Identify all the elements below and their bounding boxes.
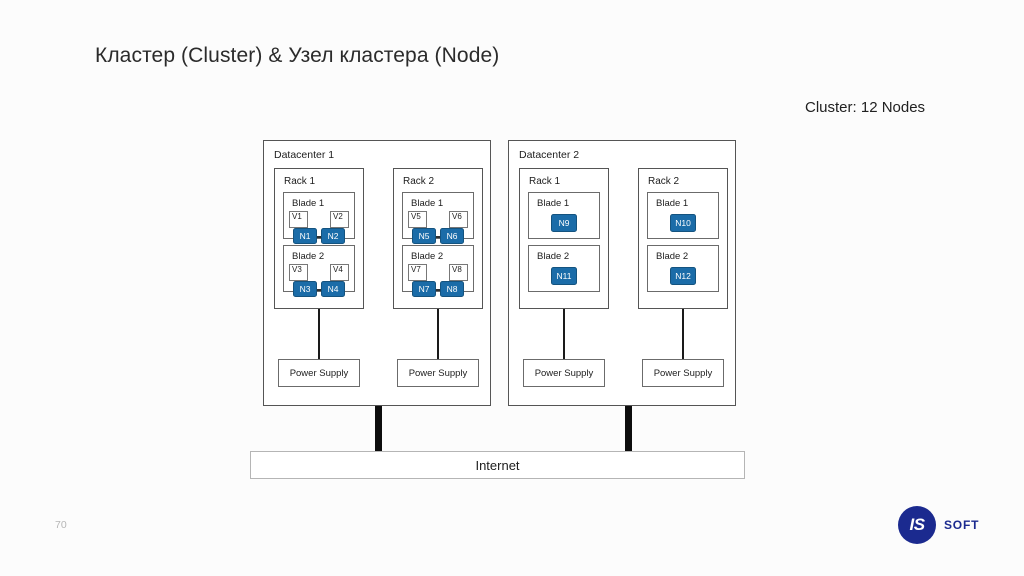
blade-label: Blade 1 bbox=[411, 198, 444, 209]
power-line bbox=[437, 309, 439, 359]
vm-box: V5 bbox=[408, 211, 427, 228]
node-badge: N7 bbox=[412, 281, 436, 297]
page-number: 70 bbox=[55, 519, 67, 531]
node-badge: N4 bbox=[321, 281, 345, 297]
datacenter-label: Datacenter 2 bbox=[519, 149, 580, 161]
logo-mark-icon: IS bbox=[898, 506, 936, 544]
vm-box: V2 bbox=[330, 211, 349, 228]
node-link bbox=[317, 289, 321, 291]
rack-label: Rack 2 bbox=[648, 176, 680, 187]
internet-bar: Internet bbox=[250, 451, 745, 479]
vm-box: V6 bbox=[449, 211, 468, 228]
vm-box: V7 bbox=[408, 264, 427, 281]
power-line bbox=[682, 309, 684, 359]
vm-box: V4 bbox=[330, 264, 349, 281]
logo: IS SOFT bbox=[898, 506, 979, 544]
cluster-caption: Cluster: 12 Nodes bbox=[805, 99, 926, 116]
node-badge: N8 bbox=[440, 281, 464, 297]
power-supply-box: Power Supply bbox=[278, 359, 360, 387]
blade-label: Blade 1 bbox=[656, 198, 689, 209]
node-badge: N10 bbox=[670, 213, 696, 232]
node-badge: N1 bbox=[293, 228, 317, 244]
node-badge: N6 bbox=[440, 228, 464, 244]
node-badge: N9 bbox=[551, 213, 577, 232]
rack-label: Rack 2 bbox=[403, 176, 435, 187]
page-title: Кластер (Cluster) & Узел кластера (Node) bbox=[95, 44, 500, 67]
vm-box: V1 bbox=[289, 211, 308, 228]
rack-label: Rack 1 bbox=[284, 176, 316, 187]
blade-label: Blade 2 bbox=[292, 251, 325, 262]
power-supply-box: Power Supply bbox=[523, 359, 605, 387]
power-supply-box: Power Supply bbox=[397, 359, 479, 387]
rack-label: Rack 1 bbox=[529, 176, 561, 187]
vm-box: V8 bbox=[449, 264, 468, 281]
vm-box: V3 bbox=[289, 264, 308, 281]
node-badge: N12 bbox=[670, 266, 696, 285]
node-link bbox=[436, 236, 440, 238]
power-line bbox=[318, 309, 320, 359]
node-badge: N2 bbox=[321, 228, 345, 244]
blade-label: Blade 2 bbox=[656, 251, 689, 262]
blade-label: Blade 2 bbox=[411, 251, 444, 262]
node-badge: N3 bbox=[293, 281, 317, 297]
node-badge: N11 bbox=[551, 266, 577, 285]
internet-trunk bbox=[375, 406, 382, 455]
internet-trunk bbox=[625, 406, 632, 455]
blade-label: Blade 1 bbox=[292, 198, 325, 209]
node-link bbox=[317, 236, 321, 238]
node-badge: N5 bbox=[412, 228, 436, 244]
blade-label: Blade 2 bbox=[537, 251, 570, 262]
blade-label: Blade 1 bbox=[537, 198, 570, 209]
datacenter-label: Datacenter 1 bbox=[274, 149, 335, 161]
power-supply-box: Power Supply bbox=[642, 359, 724, 387]
power-line bbox=[563, 309, 565, 359]
logo-text: SOFT bbox=[944, 518, 980, 532]
node-link bbox=[436, 289, 440, 291]
